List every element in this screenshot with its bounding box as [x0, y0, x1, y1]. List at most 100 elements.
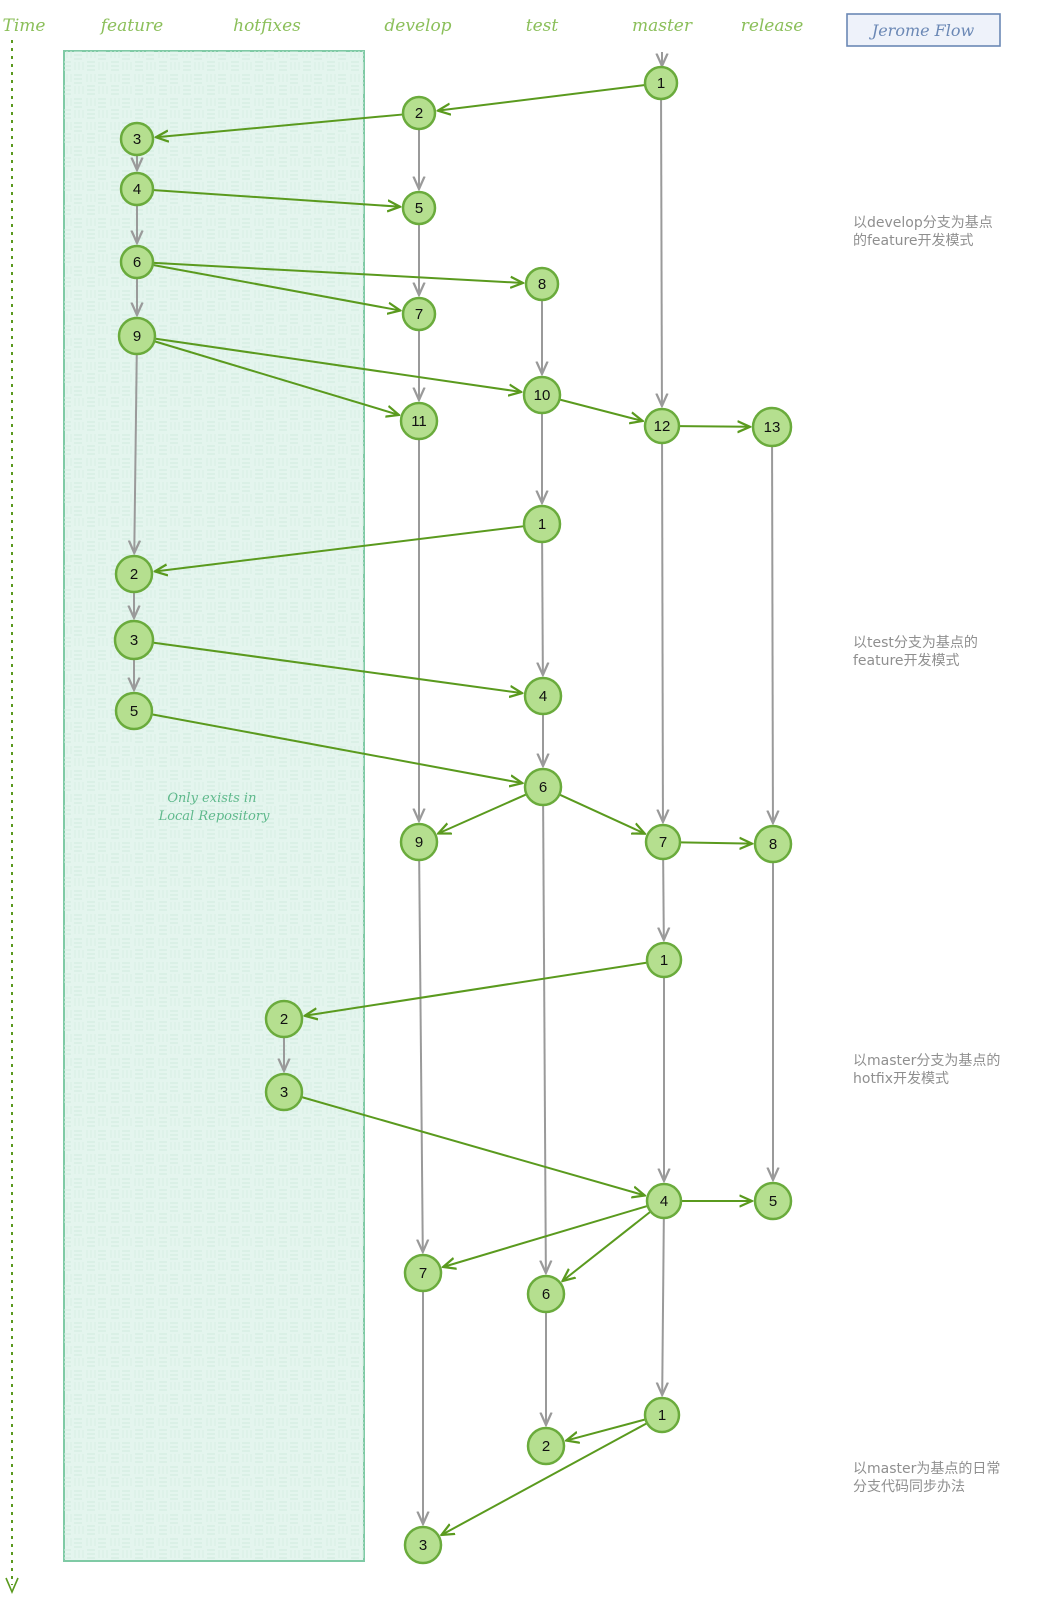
local-region-line-2: Local Repository: [158, 809, 271, 824]
commit-circle: [114, 691, 154, 731]
commit-circle: [399, 822, 439, 862]
note-3-line-1: 以master分支为基点的: [853, 1052, 1000, 1069]
commit-circle: [117, 316, 157, 356]
commit-node-h2: 2: [264, 999, 304, 1039]
commit-node-f5b: 5: [114, 691, 154, 731]
commit-node-r13: 13: [751, 406, 793, 448]
commit-node-f2b: 2: [114, 554, 154, 594]
note-1-line-1: 以develop分支为基点: [853, 214, 993, 231]
commit-circle: [643, 65, 679, 101]
branch-edge-m1-m12: [661, 99, 662, 406]
merge-edge-t1-f2b: [155, 525, 524, 571]
commit-label: 8: [769, 836, 777, 853]
commit-circle: [114, 554, 154, 594]
merge-edge-d2-f3: [156, 113, 403, 138]
merge-edge-m1-d2: [438, 84, 645, 111]
commit-node-t2: 2: [526, 1426, 566, 1466]
commit-node-f3: 3: [119, 121, 155, 157]
commit-node-d7: 7: [401, 296, 437, 332]
svg-text:以test分支为基点的 feature开发模式: 以test分支为基点的 feature开发模式: [853, 634, 982, 669]
commit-label: 3: [133, 131, 141, 148]
commit-label: 2: [280, 1011, 288, 1028]
commit-circle: [523, 676, 563, 716]
merge-edge-t6-m7: [559, 794, 645, 834]
commit-label: 1: [538, 516, 546, 533]
title-box: Jerome Flow: [846, 13, 1001, 47]
commit-circle: [645, 1182, 683, 1220]
commit-label: 3: [280, 1084, 288, 1101]
commit-circle: [399, 401, 439, 441]
column-headers: Time feature hotfixes develop test maste…: [3, 16, 804, 36]
commit-node-f6: 6: [119, 244, 155, 280]
svg-text:以develop分支为基点 的feature开发: 以develop分支为基点 的feature开发模式: [853, 214, 997, 249]
commit-node-t4: 4: [523, 676, 563, 716]
commit-label: 2: [542, 1438, 550, 1455]
note-3-line-2: hotfix开发模式: [853, 1071, 949, 1087]
diagram-title: Jerome Flow: [869, 21, 975, 40]
commit-label: 3: [419, 1537, 427, 1554]
merge-edge-t10-m12: [560, 398, 642, 421]
branch-edge-m7-m1b: [663, 859, 664, 940]
merge-edge-f9-t10: [155, 337, 521, 392]
svg-text:以master为基点的日常 分支代码同步办法: 以master为基点的日常 分支代码同步办法: [853, 1460, 1005, 1495]
svg-text:Only exists in Local Rep: Only exists in Local Repository: [158, 791, 271, 824]
note-2-line-2: feature开发模式: [853, 653, 960, 669]
commit-circle: [526, 1426, 566, 1466]
commit-circle: [119, 244, 155, 280]
commit-node-d2: 2: [401, 95, 437, 131]
branch-edge-m4-m1c: [662, 1218, 664, 1395]
commit-label: 3: [130, 632, 138, 649]
commit-circle: [119, 121, 155, 157]
commit-circle: [643, 1396, 681, 1434]
merge-edge-m1c-t2: [566, 1418, 645, 1441]
commit-circle: [401, 190, 437, 226]
commit-node-t6: 6: [523, 767, 563, 807]
commit-circle: [524, 266, 560, 302]
commit-label: 1: [657, 75, 665, 92]
master-column-label: master: [632, 16, 693, 36]
commit-node-m1: 1: [643, 65, 679, 101]
commit-node-t1: 1: [522, 504, 562, 544]
merge-edge-m4-d7b: [443, 1205, 648, 1267]
note-1-line-2: 的feature开发模式: [853, 233, 974, 249]
commit-node-f9: 9: [117, 316, 157, 356]
commit-node-m1c: 1: [643, 1396, 681, 1434]
merge-edge-f5b-t6: [152, 713, 523, 783]
commit-circle: [401, 95, 437, 131]
commit-node-t6b: 6: [526, 1274, 566, 1314]
commit-label: 4: [660, 1193, 668, 1210]
commit-label: 1: [658, 1407, 666, 1424]
merge-edge-f4-d5: [153, 189, 400, 207]
merge-edge-m7-r8: [680, 842, 752, 843]
commit-node-h3: 3: [264, 1072, 304, 1112]
merge-edge-m4-t6b: [562, 1211, 651, 1281]
merge-edge-t6-d9: [438, 793, 527, 834]
commit-label: 4: [539, 688, 547, 705]
commit-circle: [113, 619, 155, 661]
commit-circle: [264, 1072, 304, 1112]
commit-circle: [526, 1274, 566, 1314]
commit-label: 2: [415, 105, 423, 122]
branch-edge-f9-f2b: [134, 354, 136, 553]
commit-label: 7: [419, 1265, 427, 1282]
note-2-line-1: 以test分支为基点的: [853, 634, 978, 651]
local-repository-region: Only exists in Local Repository: [63, 50, 365, 1562]
commit-circle: [403, 1253, 443, 1293]
merge-edge-f6-t8: [153, 261, 523, 283]
merge-edge-h3-m4: [301, 1096, 645, 1195]
commit-label: 2: [130, 566, 138, 583]
branch-edge-d9-d7b: [419, 860, 423, 1252]
commit-label: 11: [411, 413, 427, 430]
merge-edge-f3b-t4: [153, 641, 522, 693]
commit-node-m12: 12: [643, 407, 681, 445]
note-4-line-2: 分支代码同步办法: [853, 1479, 965, 1495]
commit-circle: [522, 375, 562, 415]
commit-label: 4: [133, 181, 141, 198]
svg-text:以master分支为基点的 hotfix开发模式: 以master分支为基点的 hotfix开发模式: [853, 1052, 1005, 1087]
commit-label: 13: [764, 419, 781, 436]
commit-circle: [523, 767, 563, 807]
commit-circle: [753, 824, 793, 864]
branch-edge-t6-t6b: [543, 805, 546, 1273]
commit-node-r8: 8: [753, 824, 793, 864]
